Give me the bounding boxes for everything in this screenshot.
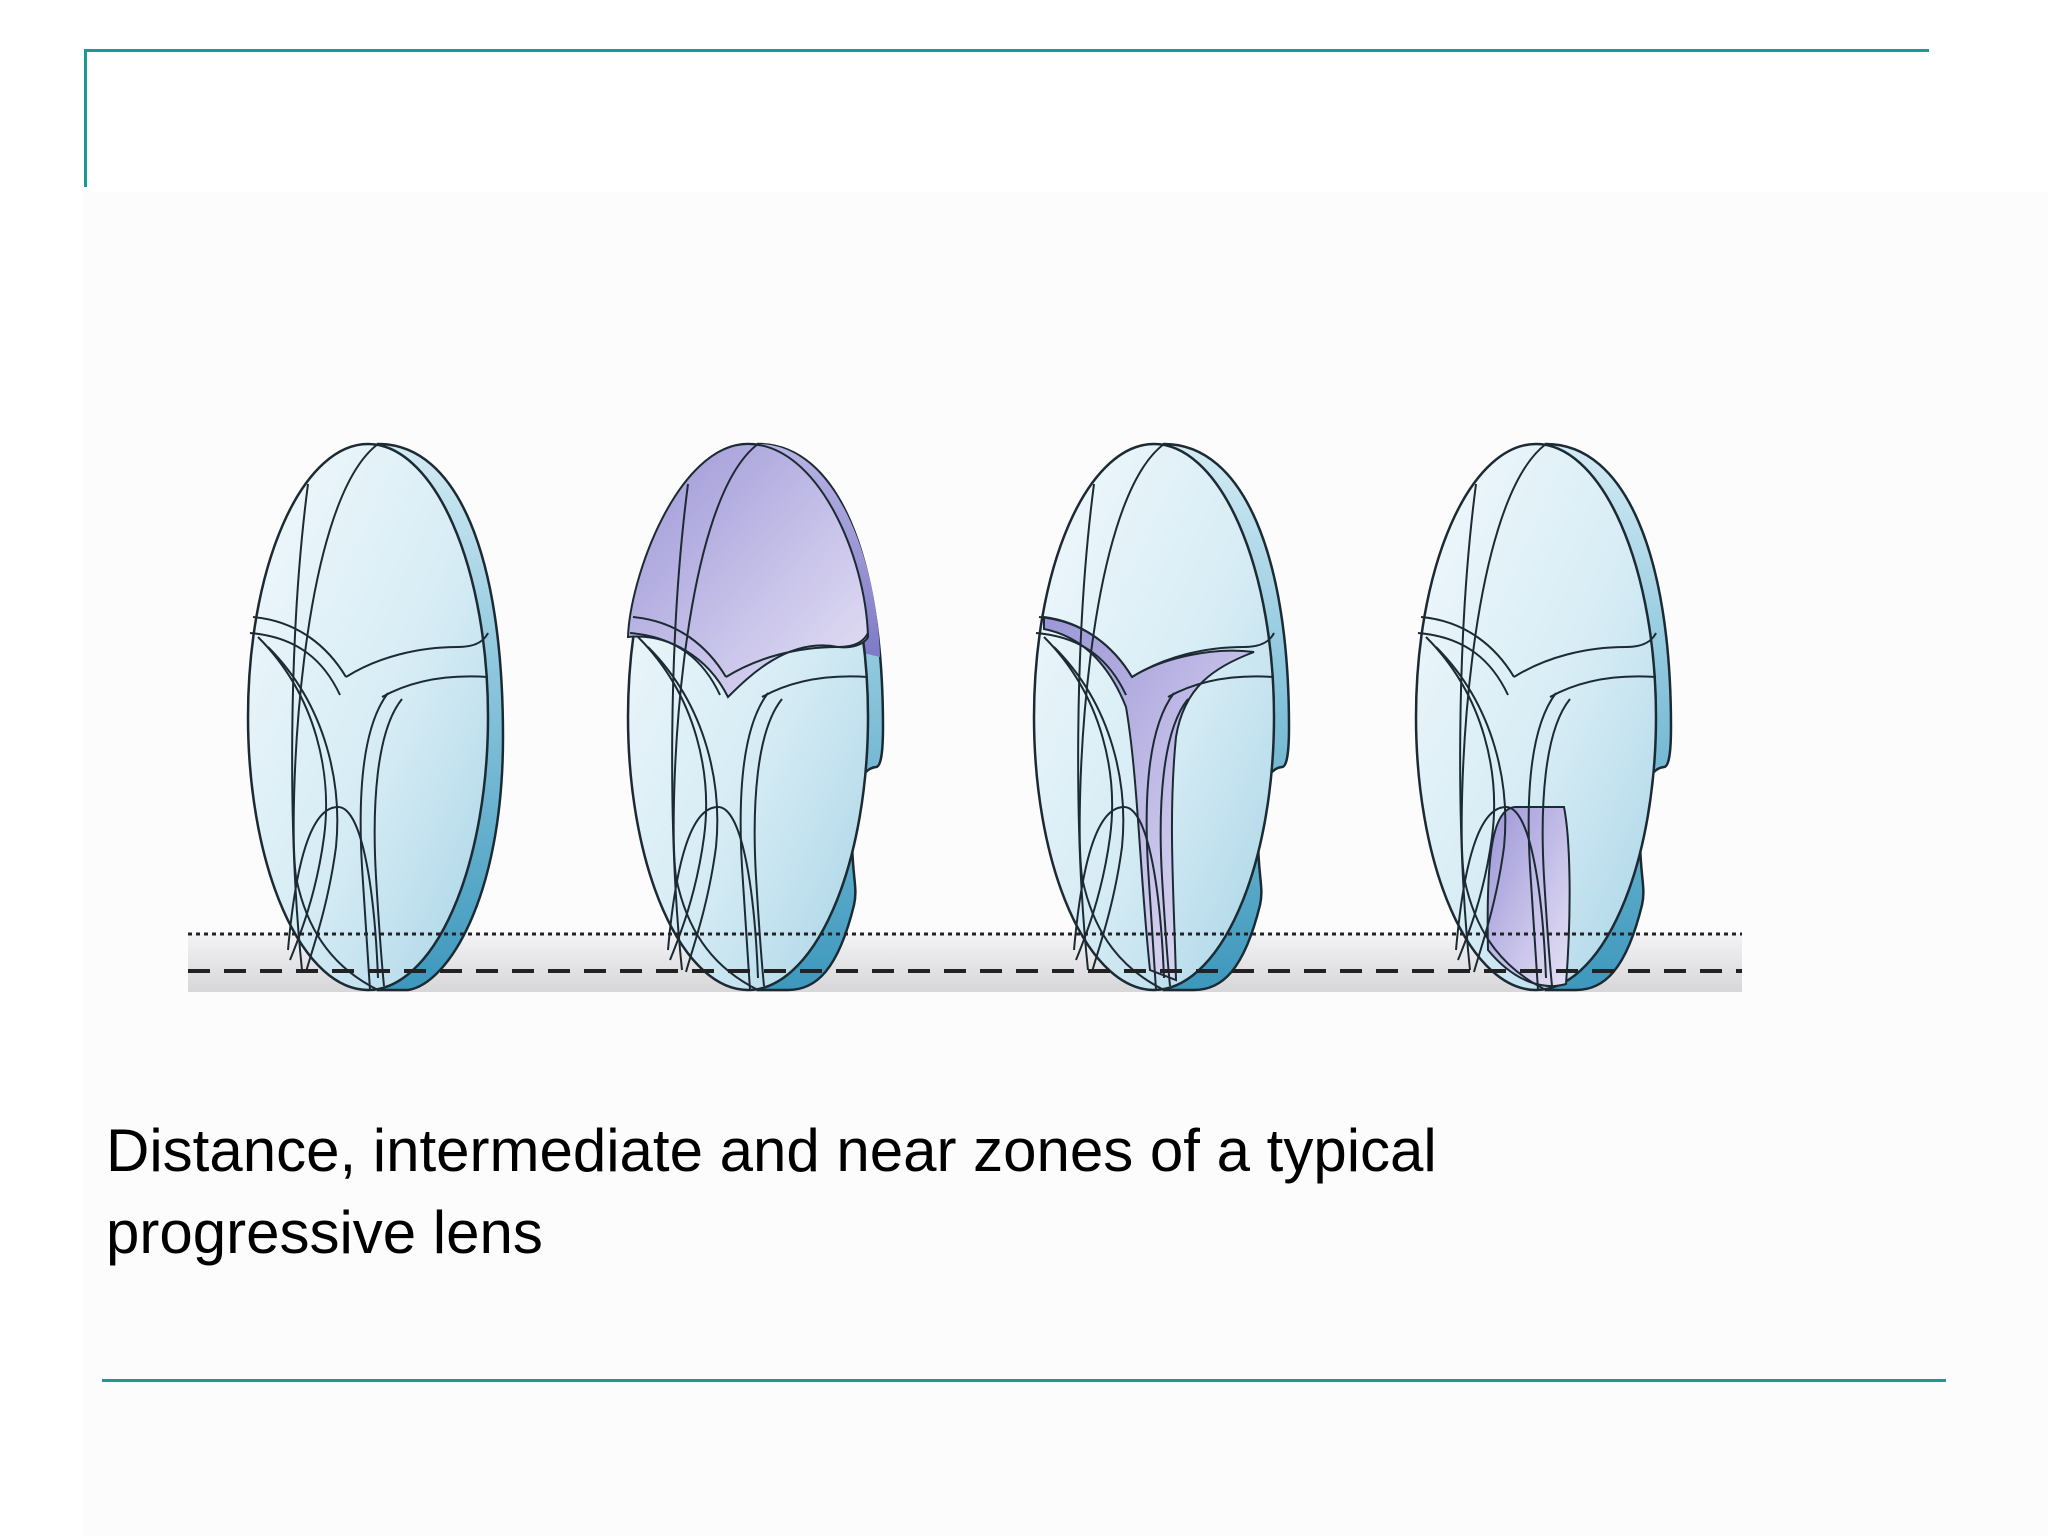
zone-line-upper-right [345, 632, 489, 678]
corridor-line-right-2 [373, 698, 403, 987]
corridor-line-left [637, 636, 708, 961]
lens-1 [246, 442, 505, 992]
frame-left-line [84, 49, 87, 187]
zone-line-upper-right [725, 632, 869, 678]
zone-line-upper-left-2 [629, 632, 721, 696]
center-line [1459, 483, 1477, 971]
zone-line-right [1549, 675, 1657, 698]
near-zone-arc [667, 805, 759, 979]
near-zone-arc [1073, 805, 1165, 979]
corridor-line-right [739, 692, 769, 991]
lens-2 [626, 442, 885, 992]
lens-face [1414, 442, 1658, 992]
corridor-line-right [359, 692, 389, 991]
zone-line-upper-left [1420, 616, 1515, 678]
zone-line-right [761, 675, 869, 698]
corridor-line-right [1527, 692, 1557, 991]
corridor-line-left-2 [1435, 646, 1507, 973]
corridor-line-left [1043, 636, 1114, 961]
zone-line-upper-left-2 [249, 632, 341, 696]
corridor-line-left [1425, 636, 1496, 961]
zone-line-upper-left-2 [1035, 632, 1127, 696]
corridor-line-left-2 [647, 646, 719, 973]
zone-line-upper-left-2 [1417, 632, 1509, 696]
corridor-line-right-2 [1541, 698, 1571, 987]
near-zone-arc [1455, 805, 1547, 979]
corridor-line-left [257, 636, 328, 961]
zone-line-upper-right [1131, 632, 1275, 678]
zone-line-right [1167, 675, 1275, 698]
lens-3 [1032, 442, 1291, 992]
corridor-line-right [1145, 692, 1175, 991]
center-line [291, 483, 309, 971]
caption: Distance, intermediate and near zones of… [106, 1117, 1437, 1266]
corridor-line-left-2 [267, 646, 339, 973]
zone-line-right [381, 675, 489, 698]
zone-line-upper-left [632, 616, 727, 678]
lens-4 [1414, 442, 1673, 992]
corridor-line-right-2 [1159, 698, 1189, 987]
corridor-line-left-2 [1053, 646, 1125, 973]
center-line [1077, 483, 1095, 971]
frame-bottom-line [102, 1379, 1946, 1382]
center-line [671, 483, 689, 971]
zone-line-upper-left [1038, 616, 1133, 678]
zone-line-upper-right [1513, 632, 1657, 678]
zone-line-upper-left [252, 616, 347, 678]
corridor-line-right-2 [753, 698, 783, 987]
lens-face [246, 442, 490, 992]
frame-top-line [84, 49, 1929, 52]
near-zone-arc [287, 805, 379, 979]
